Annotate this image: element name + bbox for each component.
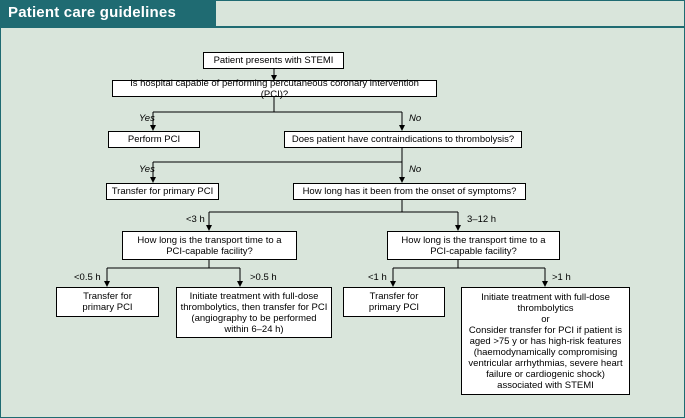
- label-yes-1: Yes: [139, 113, 155, 124]
- label-gt-05h: >0.5 h: [250, 272, 277, 283]
- label-yes-2: Yes: [139, 164, 155, 175]
- node-onset: How long has it been from the onset of s…: [293, 183, 526, 200]
- node-transport-right: How long is the transport time to a PCI-…: [387, 231, 560, 260]
- label-gt-1h: >1 h: [552, 272, 571, 283]
- node-rr-initiate: Initiate treatment with full-dose thromb…: [461, 287, 630, 395]
- title-rule: [0, 26, 685, 28]
- label-3-12h: 3–12 h: [467, 214, 497, 225]
- node-transport-left: How long is the transport time to a PCI-…: [122, 231, 297, 260]
- node-stemi: Patient presents with STEMI: [203, 52, 344, 69]
- node-ll-transfer: Transfer for primary PCI: [56, 287, 159, 317]
- label-lt-05h: <0.5 h: [74, 272, 101, 283]
- label-lt-3h: <3 h: [186, 214, 205, 225]
- label-no-1: No: [409, 113, 422, 124]
- label-no-2: No: [409, 164, 422, 175]
- node-pci-capable: Is hospital capable of performing percut…: [112, 78, 437, 100]
- node-rl-transfer: Transfer for primary PCI: [343, 287, 445, 317]
- node-transfer-primary: Transfer for primary PCI: [106, 183, 219, 200]
- node-contraindications: Does patient have contraindications to t…: [284, 131, 522, 148]
- node-lr-initiate: Initiate treatment with full-dose thromb…: [176, 287, 332, 338]
- label-lt-1h: <1 h: [368, 272, 387, 283]
- page-title: Patient care guidelines: [0, 0, 216, 26]
- node-perform-pci: Perform PCI: [108, 131, 200, 148]
